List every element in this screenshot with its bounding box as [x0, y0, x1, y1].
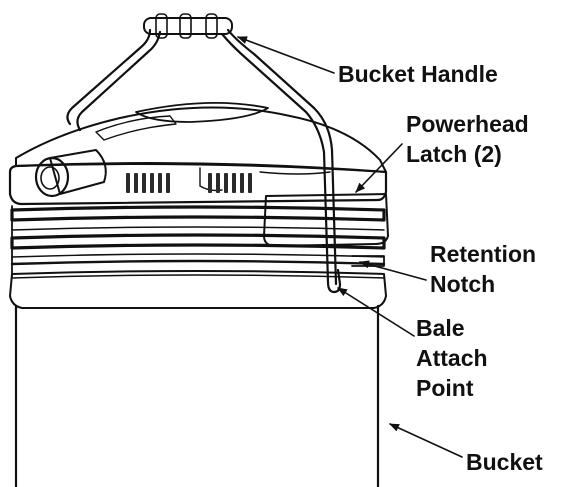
label-bucket-handle: Bucket Handle: [338, 61, 498, 87]
bucket-rings: [10, 205, 386, 277]
callout-retention-notch: Retention Notch: [359, 241, 536, 297]
callout-bucket-handle: Bucket Handle: [237, 36, 498, 87]
label-retention-notch-line2: Notch: [430, 271, 495, 297]
label-retention-notch-line1: Retention: [430, 241, 536, 267]
bucket-handle: [66, 13, 342, 294]
label-bale-attach-line2: Attach: [416, 345, 488, 371]
vent-slots-right: [208, 173, 252, 193]
handle-grip: [143, 13, 233, 39]
callout-bucket: Bucket: [389, 423, 543, 475]
powerhead-housing: [8, 161, 388, 206]
callout-bale-attach-point: Bale Attach Point: [337, 287, 488, 401]
label-bucket: Bucket: [466, 449, 543, 475]
bucket-body: [14, 304, 380, 487]
callout-powerhead-latch: Powerhead Latch (2): [355, 111, 529, 193]
bucket-rim: [9, 270, 387, 309]
powerhead-latch: [263, 193, 389, 247]
powerhead: [8, 101, 389, 267]
label-powerhead-latch-line1: Powerhead: [406, 111, 529, 137]
bale-attach-point: [326, 268, 342, 294]
inlet-nozzle: [34, 149, 107, 198]
vent-slots-left: [126, 173, 170, 193]
label-bale-attach-line3: Point: [416, 375, 474, 401]
bucket: [9, 205, 387, 487]
label-powerhead-latch-line2: Latch (2): [406, 141, 502, 167]
label-bale-attach-line1: Bale: [416, 315, 465, 341]
powerhead-cover: [135, 101, 269, 123]
